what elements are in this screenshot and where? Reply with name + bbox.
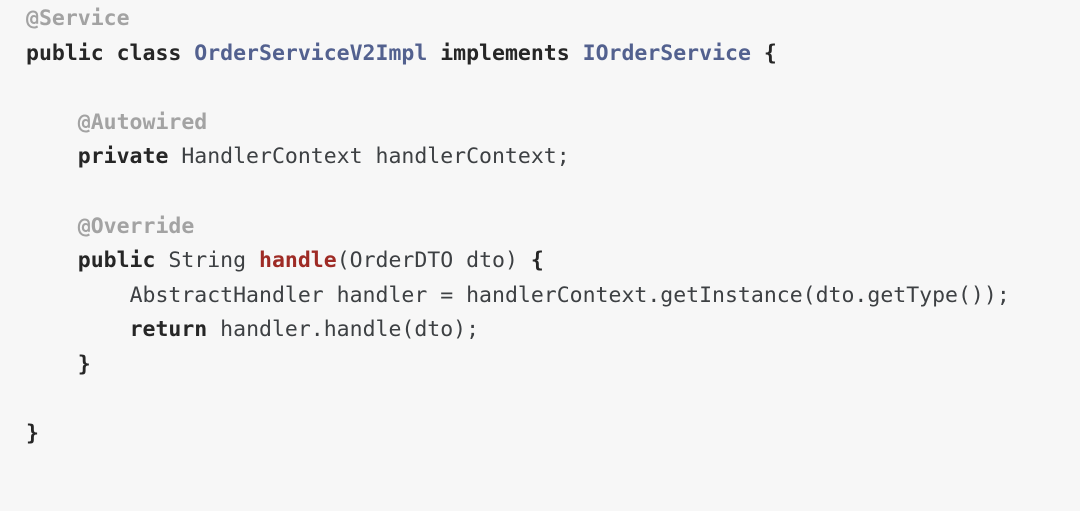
code-token-annotation: @Autowired — [77, 109, 208, 135]
code-line: @Service — [26, 0, 1080, 37]
code-token-keyword: private — [77, 144, 169, 170]
code-indent — [26, 352, 78, 377]
code-indent — [26, 110, 78, 135]
code-line: public String handle(OrderDTO dto) { — [26, 244, 1080, 279]
code-line — [26, 383, 1080, 418]
code-token-plain: String — [155, 248, 260, 274]
code-line: } — [26, 348, 1080, 383]
code-token-type: IOrderService — [582, 40, 751, 66]
code-token-plain: handler.handle(dto); — [207, 317, 480, 343]
code-line: } — [26, 417, 1080, 452]
code-token-brace: } — [77, 351, 91, 377]
code-line: @Autowired — [26, 106, 1080, 141]
code-token-annotation: @Override — [77, 213, 195, 239]
code-token-punct: { — [530, 248, 544, 274]
code-line: public class OrderServiceV2Impl implemen… — [26, 37, 1080, 72]
code-token-plain: HandlerContext handlerContext; — [168, 144, 570, 170]
code-token-brace: } — [26, 421, 39, 447]
code-line — [26, 175, 1080, 210]
code-indent — [26, 283, 130, 308]
code-token-keyword: { — [750, 40, 777, 66]
code-token-keyword: public — [77, 248, 156, 274]
code-token-method: handle — [259, 248, 337, 274]
code-indent — [26, 317, 130, 342]
code-line: return handler.handle(dto); — [26, 313, 1080, 348]
code-line — [26, 71, 1080, 106]
code-token-type: OrderServiceV2Impl — [194, 40, 428, 66]
code-line: @Override — [26, 210, 1080, 245]
code-indent — [26, 248, 78, 273]
code-indent — [26, 214, 78, 239]
code-token-plain: AbstractHandler handler = handlerContext… — [129, 282, 1010, 308]
code-line: private HandlerContext handlerContext; — [26, 140, 1080, 175]
code-line: AbstractHandler handler = handlerContext… — [26, 279, 1080, 314]
code-token-plain: (OrderDTO dto) — [336, 248, 531, 274]
code-token-annotation: @Service — [26, 6, 130, 31]
code-indent — [26, 144, 78, 169]
code-token-keyword: public class — [26, 40, 195, 66]
code-token-keyword: implements — [427, 40, 583, 66]
code-token-keyword: return — [129, 317, 208, 343]
